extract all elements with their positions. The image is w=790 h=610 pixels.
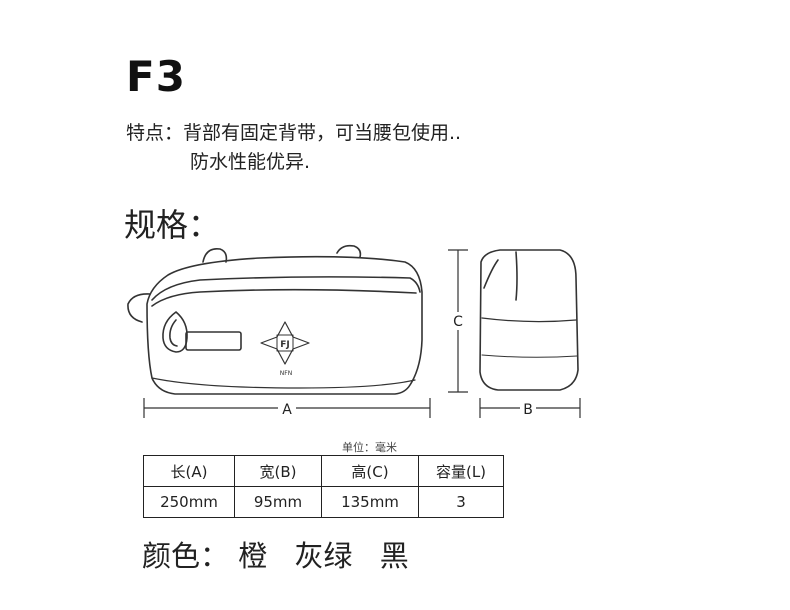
side-loop xyxy=(127,293,151,323)
side-view-seam-2 xyxy=(481,354,578,358)
value-width: 95mm xyxy=(234,486,322,518)
spec-heading: 规格： xyxy=(124,206,221,244)
logo-mark: FJ xyxy=(280,340,290,350)
feature-line-1: 特点：背部有固定背带，可当腰包使用.. xyxy=(126,122,462,144)
dimension-label-a: A xyxy=(282,402,292,418)
value-capacity: 3 xyxy=(418,486,504,518)
table-header-row: 长(A) 宽(B) 高(C) 容量(L) xyxy=(143,455,504,487)
color-gray-green: 灰绿 xyxy=(294,539,353,573)
side-view-outline xyxy=(479,249,579,391)
side-view-seam xyxy=(481,317,577,323)
side-view-curve xyxy=(483,259,499,289)
color-black: 黑 xyxy=(379,539,409,573)
header-length: 长(A) xyxy=(143,455,235,487)
bottom-seam xyxy=(151,377,416,389)
side-view-strap xyxy=(515,251,518,301)
zipper-pull-outer xyxy=(162,311,188,353)
dimension-label-b: B xyxy=(523,402,533,418)
dimension-label-c: C xyxy=(453,314,463,330)
left-handle xyxy=(202,247,228,263)
right-handle xyxy=(336,244,362,258)
value-height: 135mm xyxy=(321,486,419,518)
zipper-pull-inner xyxy=(169,319,178,347)
brand-logo-frame xyxy=(276,334,294,352)
brand-logo-icon xyxy=(260,321,310,365)
model-title: F3 xyxy=(126,52,186,101)
unit-note: 单位：毫米 xyxy=(342,441,397,454)
color-orange: 橙 xyxy=(238,539,268,573)
colors-line: 颜色： 橙 灰绿 黑 xyxy=(142,533,409,575)
spec-table: 长(A) 宽(B) 高(C) 容量(L) 250mm 95mm 135mm 3 xyxy=(143,455,504,518)
header-height: 高(C) xyxy=(321,455,419,487)
logo-text: NFN xyxy=(280,370,292,377)
header-capacity: 容量(L) xyxy=(418,455,504,487)
bag-body-outline xyxy=(146,255,423,395)
table-row: 250mm 95mm 135mm 3 xyxy=(143,486,504,518)
header-width: 宽(B) xyxy=(234,455,322,487)
zipper-line-top xyxy=(151,276,421,301)
colors-label: 颜色： xyxy=(142,539,230,573)
feature-line-2: 防水性能优异. xyxy=(190,151,311,173)
front-patch xyxy=(185,331,242,351)
value-length: 250mm xyxy=(143,486,235,518)
zipper-line-bottom xyxy=(151,288,417,307)
